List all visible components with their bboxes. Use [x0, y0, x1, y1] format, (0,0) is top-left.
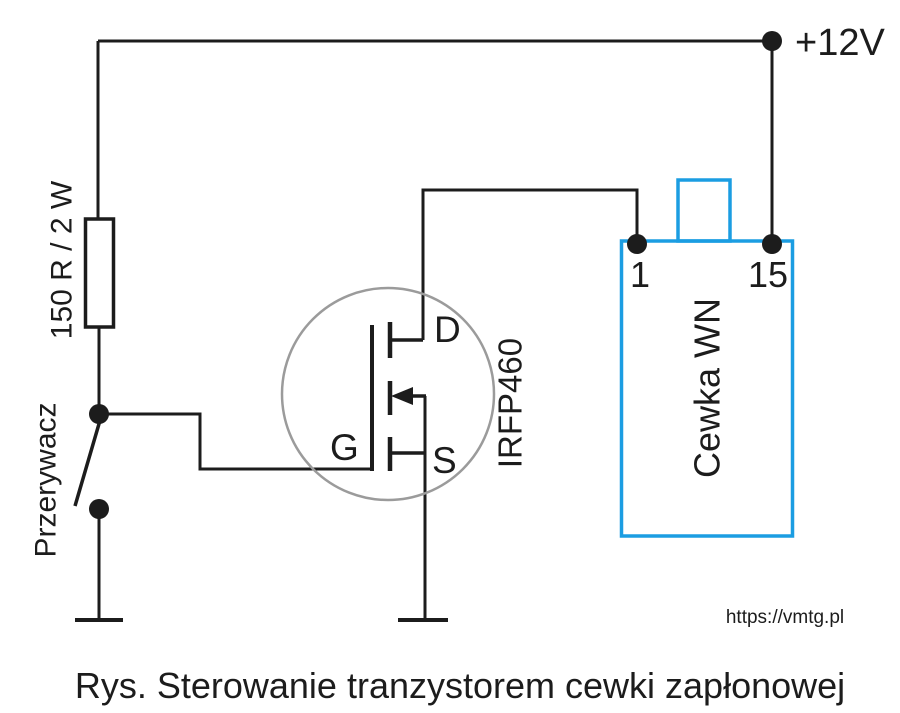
supply-node-dot	[762, 31, 782, 51]
site-url: https://vmtg.pl	[726, 607, 844, 628]
coil-terminal-1-label: 1	[630, 254, 650, 295]
mosfet-body-arrow-icon	[391, 387, 413, 405]
coil-terminal-15-dot	[762, 234, 782, 254]
coil-label: Cewka WN	[687, 298, 728, 478]
wires	[96, 39, 774, 619]
gate-pin-label: G	[330, 427, 359, 468]
switch-label: Przerywacz	[30, 402, 63, 557]
drain-pin-label: D	[434, 309, 461, 350]
drain-to-coil-wire	[421, 188, 639, 340]
source-pin-label: S	[432, 440, 457, 481]
mosfet	[280, 286, 496, 502]
power-label: +12V	[795, 22, 885, 64]
breaker-switch	[73, 404, 109, 519]
mosfet-circle	[280, 286, 496, 502]
coil-body	[619, 239, 795, 538]
figure-caption: Rys. Sterowanie tranzystorem cewki zapło…	[75, 665, 845, 706]
resistor-body	[83, 217, 116, 329]
switch-to-gate-wire	[99, 412, 370, 471]
coil-terminal-1-dot	[627, 234, 647, 254]
switch-lever	[73, 416, 103, 507]
ignition-coil	[619, 178, 795, 538]
resistor	[83, 217, 116, 329]
resistor-label: 150 R / 2 W	[46, 180, 79, 339]
coil-terminal-15-label: 15	[748, 254, 788, 295]
switch-pivot-dot	[89, 404, 109, 424]
transistor-part-label: IRFP460	[492, 338, 529, 468]
switch-contact-dot	[89, 499, 109, 519]
coil-hv-tower	[676, 178, 732, 243]
